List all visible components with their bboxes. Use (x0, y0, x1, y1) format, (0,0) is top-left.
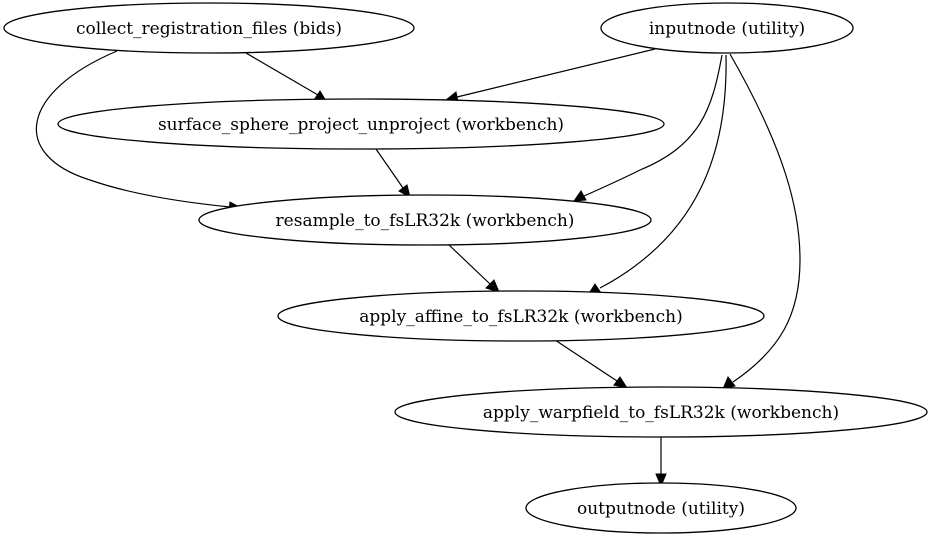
edge-sphere-to-resample (375, 148, 404, 189)
arrowhead-resample-to-affine (485, 279, 500, 293)
node-collect-registration-files: collect_registration_files (bids) (3, 2, 415, 54)
node-apply-warpfield-to-fslr32k: apply_warpfield_to_fsLR32k (workbench) (394, 386, 928, 438)
nodes: collect_registration_files (bids) inputn… (3, 2, 928, 534)
node-surface-sphere-project-unproject: surface_sphere_project_unproject (workbe… (57, 98, 665, 150)
arrowhead-inputnode-to-resample (572, 190, 587, 202)
edge-inputnode-to-warpfield (729, 53, 801, 383)
edge-collect-to-sphere (245, 52, 319, 96)
node-inputnode: inputnode (utility) (600, 2, 854, 54)
node-label: apply_warpfield_to_fsLR32k (workbench) (483, 403, 839, 423)
edge-inputnode-to-sphere (456, 48, 656, 98)
node-label: resample_to_fsLR32k (workbench) (276, 211, 575, 231)
node-resample-to-fslr32k: resample_to_fsLR32k (workbench) (198, 194, 652, 246)
node-apply-affine-to-fslr32k: apply_affine_to_fsLR32k (workbench) (277, 290, 765, 342)
arrowhead-sphere-to-resample (398, 184, 411, 198)
edge-inputnode-to-affine (599, 54, 727, 289)
node-label: inputnode (utility) (649, 19, 805, 39)
edge-resample-to-affine (447, 243, 491, 285)
node-label: outputnode (utility) (577, 499, 745, 519)
edge-collect-to-resample (35, 50, 231, 208)
node-label: collect_registration_files (bids) (76, 19, 342, 39)
node-outputnode: outputnode (utility) (525, 482, 797, 534)
edge-affine-to-warpfield (554, 339, 618, 382)
node-label: surface_sphere_project_unproject (workbe… (158, 115, 564, 135)
edge-inputnode-to-resample (583, 54, 723, 197)
arrowhead-affine-to-warpfield (613, 376, 629, 389)
node-label: apply_affine_to_fsLR32k (workbench) (359, 307, 682, 327)
arrowhead-warpfield-to-outputnode (655, 473, 667, 488)
